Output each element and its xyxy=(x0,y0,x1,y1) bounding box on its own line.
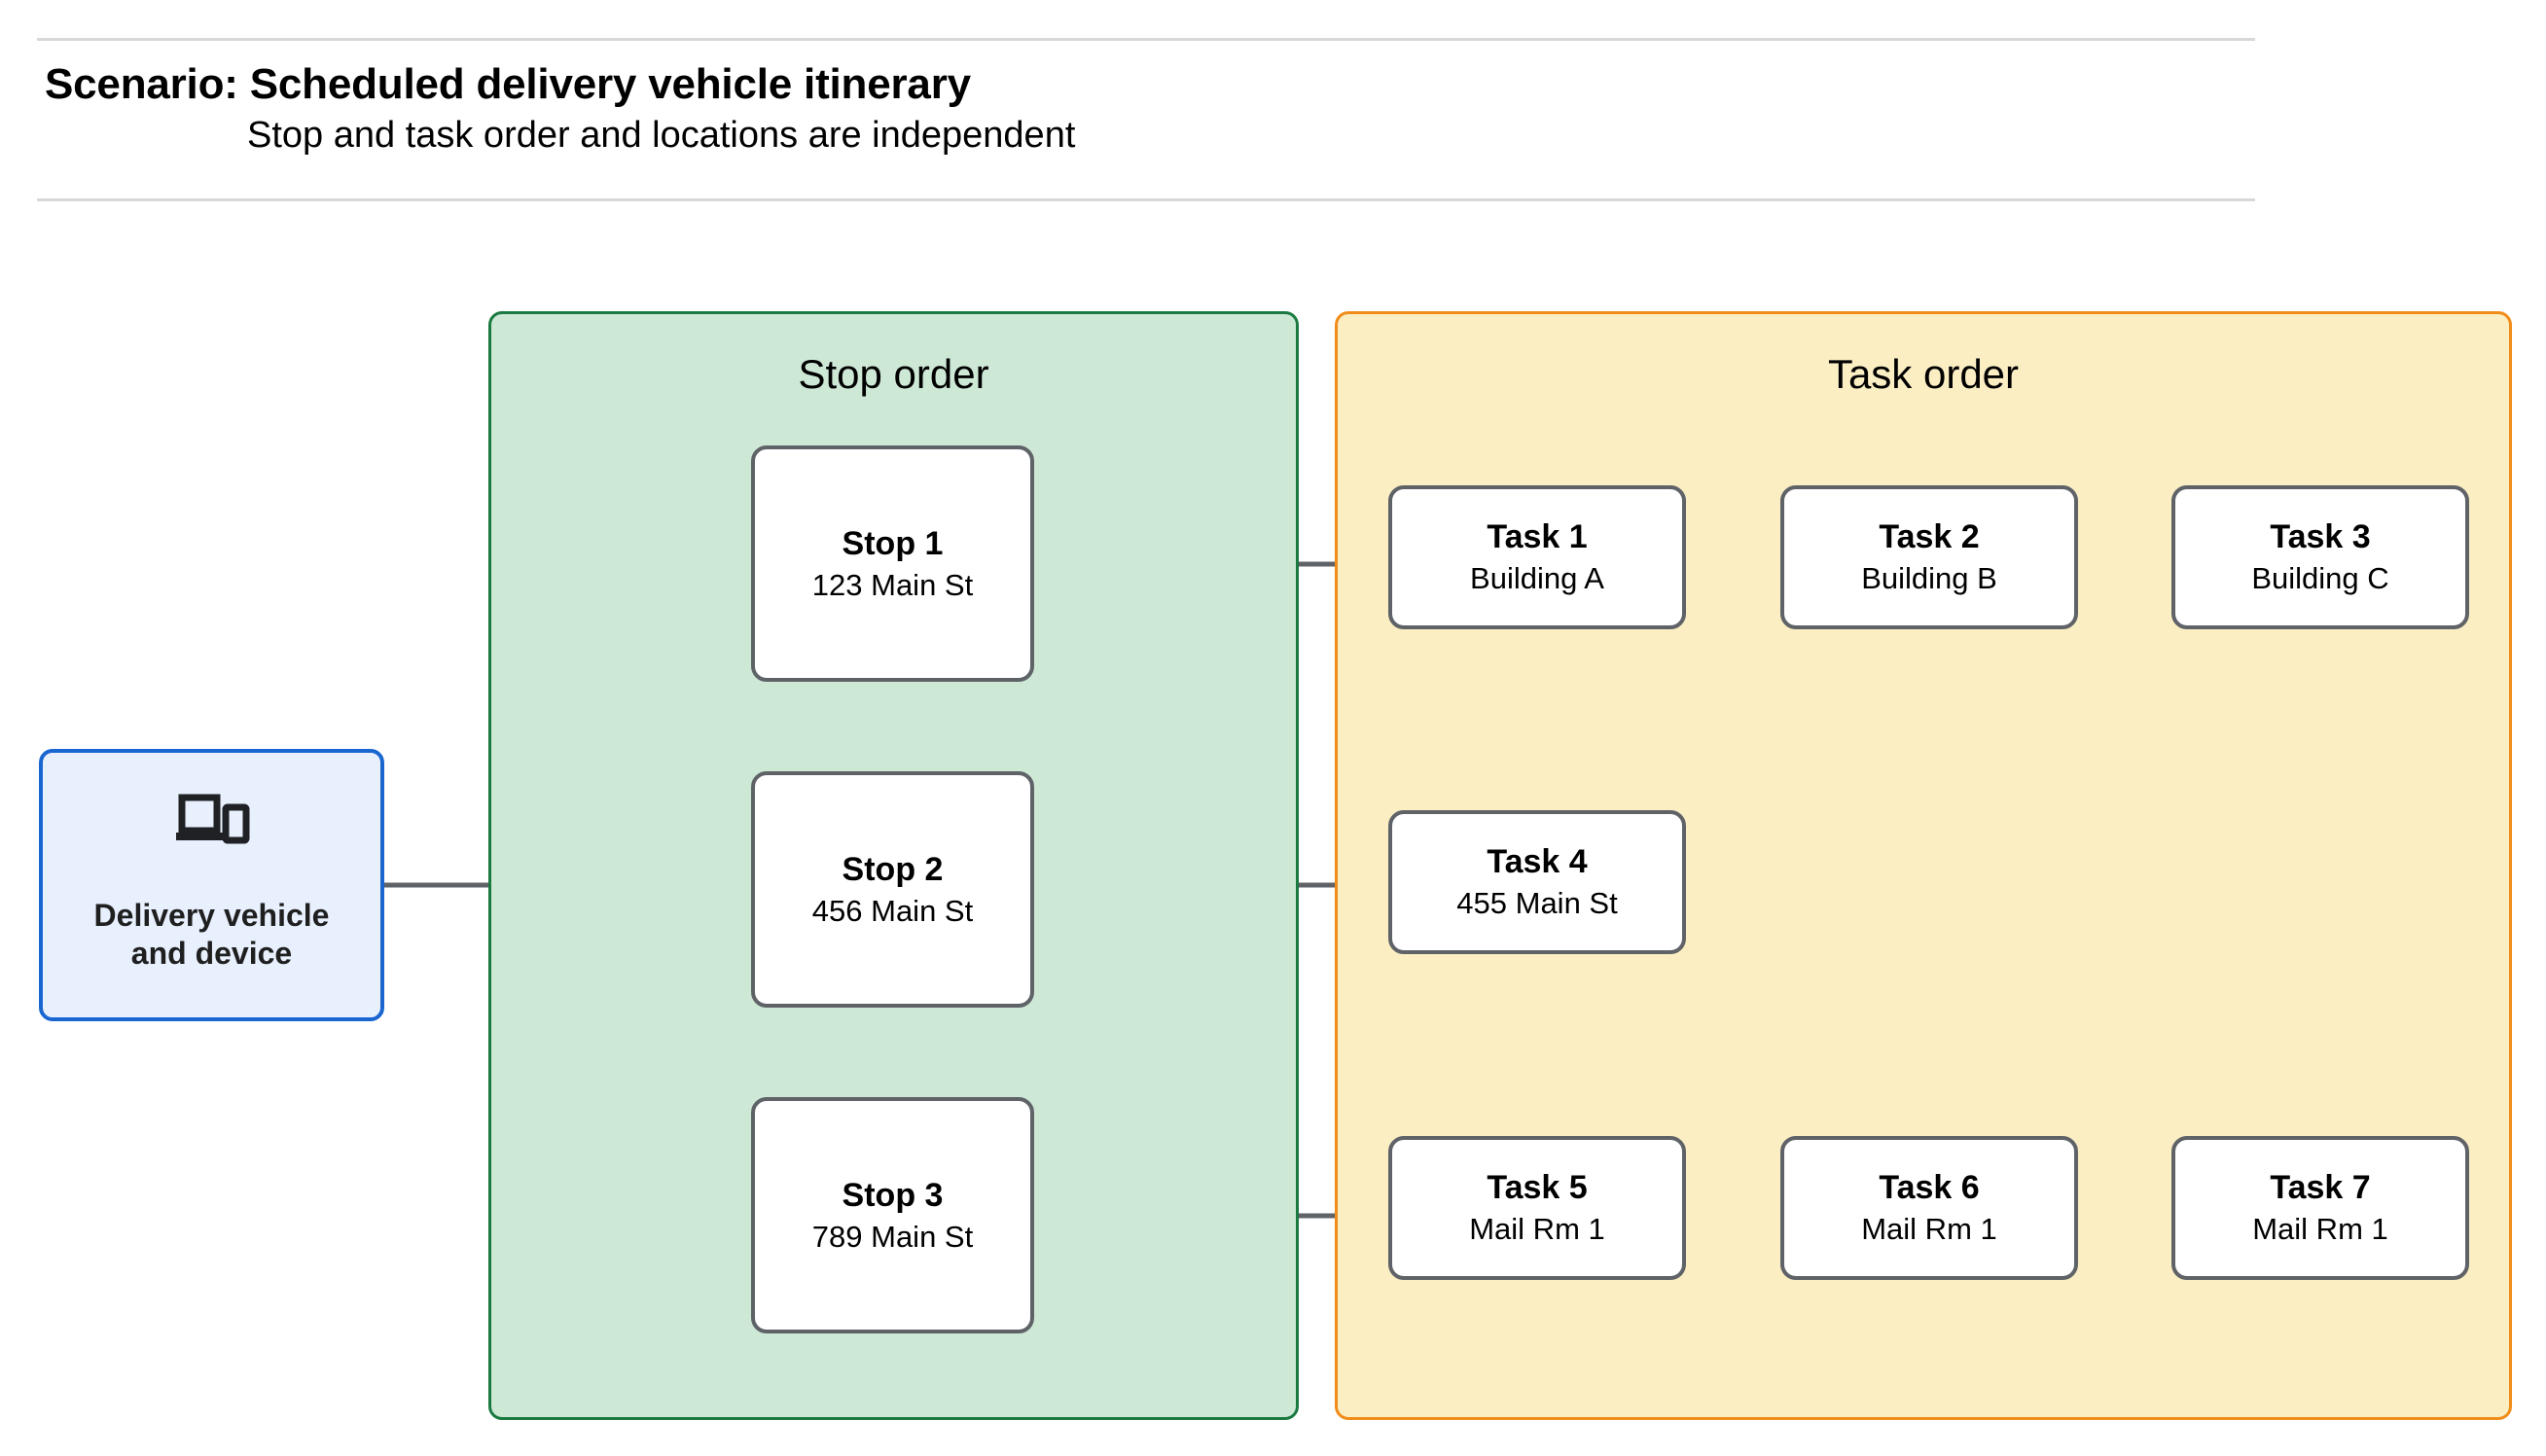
task-card-title: Task 4 xyxy=(1487,843,1588,881)
task-card[interactable]: Task 3 Building C xyxy=(2171,485,2469,629)
delivery-vehicle-and-device-node[interactable]: Delivery vehicle and device xyxy=(39,749,384,1021)
task-card[interactable]: Task 2 Building B xyxy=(1780,485,2078,629)
task-order-title: Task order xyxy=(1827,351,2020,397)
task-card[interactable]: Task 6 Mail Rm 1 xyxy=(1780,1136,2078,1280)
task-card-location: Building A xyxy=(1470,561,1604,596)
stop-card[interactable]: Stop 2 456 Main St xyxy=(751,771,1034,1008)
stop-card-title: Stop 3 xyxy=(842,1176,944,1214)
task-card[interactable]: Task 4 455 Main St xyxy=(1388,810,1686,954)
task-card-location: 455 Main St xyxy=(1456,886,1618,921)
task-card-title: Task 5 xyxy=(1487,1169,1588,1207)
stop-card-title: Stop 1 xyxy=(842,524,944,562)
page-title: Scenario: Scheduled delivery vehicle iti… xyxy=(45,60,971,108)
devices-icon xyxy=(175,794,249,844)
task-card-title: Task 1 xyxy=(1487,518,1588,556)
task-card-title: Task 7 xyxy=(2270,1169,2371,1207)
header-divider-bottom xyxy=(37,198,2255,201)
stop-card[interactable]: Stop 3 789 Main St xyxy=(751,1097,1034,1333)
task-card-location: Building C xyxy=(2251,561,2389,596)
device-node-label: Delivery vehicle and device xyxy=(93,897,330,971)
task-card-location: Mail Rm 1 xyxy=(2252,1212,2388,1247)
task-card-title: Task 2 xyxy=(1879,518,1980,556)
page-subtitle: Stop and task order and locations are in… xyxy=(247,115,1076,156)
task-card-location: Building B xyxy=(1861,561,1997,596)
stop-card[interactable]: Stop 1 123 Main St xyxy=(751,445,1034,682)
stop-card-title: Stop 2 xyxy=(842,850,944,888)
task-card-location: Mail Rm 1 xyxy=(1861,1212,1997,1247)
stop-card-address: 789 Main St xyxy=(811,1219,974,1254)
header-divider-top xyxy=(37,38,2255,41)
task-card-title: Task 6 xyxy=(1879,1169,1980,1207)
task-card[interactable]: Task 1 Building A xyxy=(1388,485,1686,629)
stop-card-address: 456 Main St xyxy=(811,893,974,928)
task-card-title: Task 3 xyxy=(2270,518,2371,556)
task-card[interactable]: Task 5 Mail Rm 1 xyxy=(1388,1136,1686,1280)
task-card[interactable]: Task 7 Mail Rm 1 xyxy=(2171,1136,2469,1280)
stop-order-title: Stop order xyxy=(798,351,989,397)
stop-card-address: 123 Main St xyxy=(811,567,974,602)
task-card-location: Mail Rm 1 xyxy=(1469,1212,1605,1247)
